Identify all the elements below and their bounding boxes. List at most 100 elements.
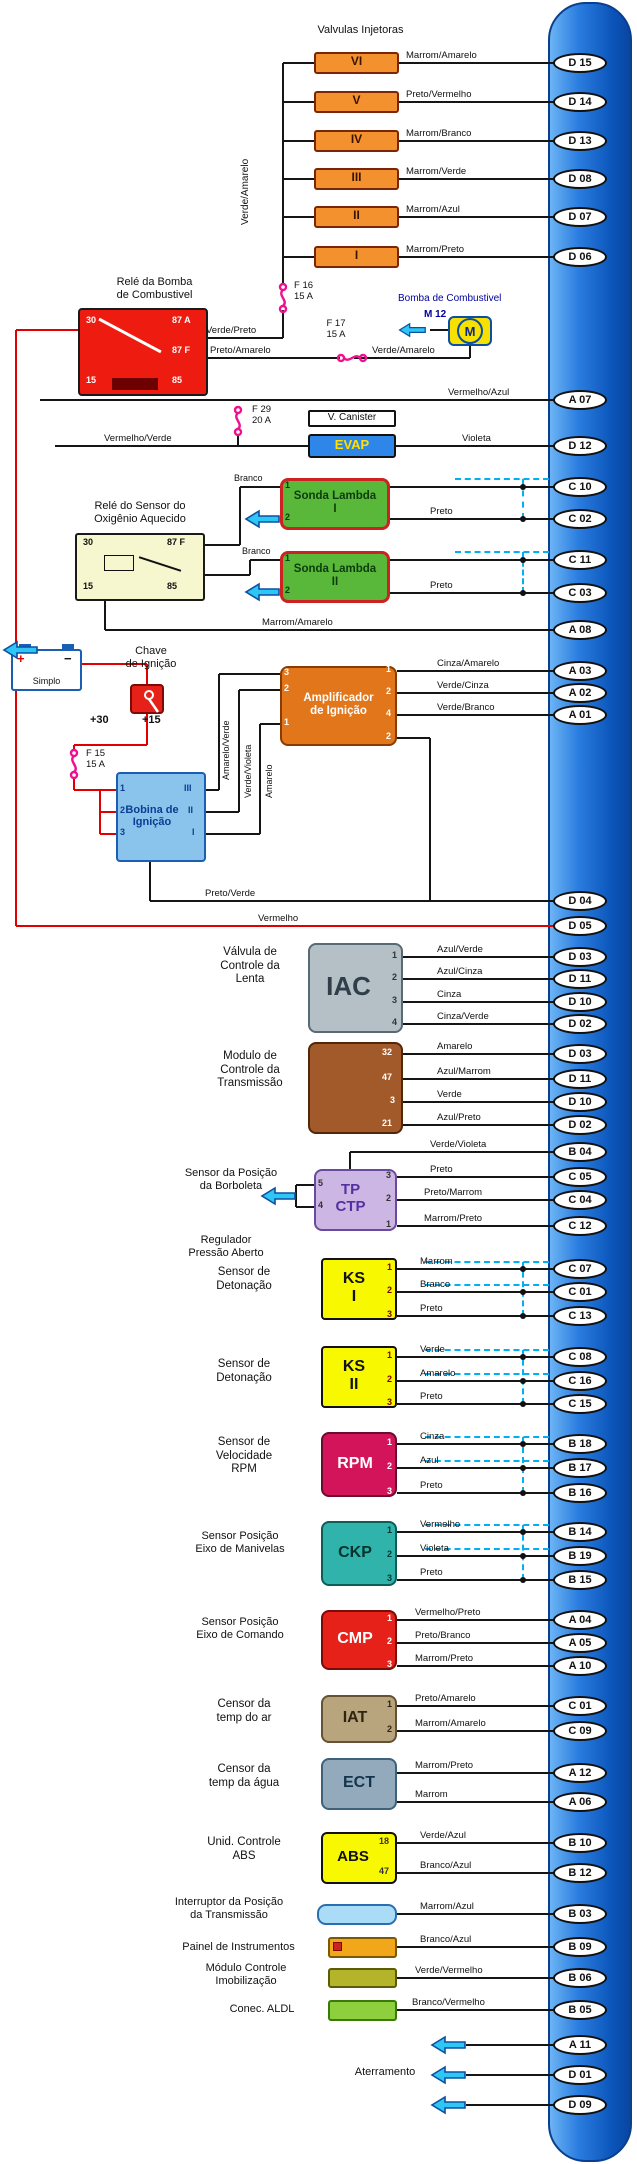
- ecu-pin: B 10: [553, 1833, 607, 1853]
- wire-segment: [354, 357, 470, 359]
- shield-dash: [455, 478, 549, 480]
- ecu-pin: B 03: [553, 1904, 607, 1924]
- ground-arrow-icon: [430, 2095, 466, 2120]
- wire-label: Marrom/Preto: [424, 1213, 483, 1224]
- wire: [397, 1555, 557, 1557]
- wire-label: Azul/Marrom: [437, 1066, 491, 1077]
- iac-pin: 4: [392, 1017, 398, 1027]
- component-ect-sensor: [321, 1758, 397, 1810]
- wire-segment: [239, 689, 280, 691]
- label: Interruptor da Posição da Transmissão: [174, 1896, 284, 1921]
- ckp-sensor-pin: 1: [387, 1525, 393, 1535]
- shield-dash: [425, 1436, 549, 1438]
- wire: [397, 1225, 557, 1227]
- ecu-pin: D 10: [553, 992, 607, 1012]
- label: Amarelo: [264, 764, 274, 798]
- wire-segment: [100, 833, 116, 835]
- component-sonda-1: [280, 478, 390, 530]
- label: Relé do Sensor do Oxigênio Aquecido: [94, 500, 186, 525]
- sonda-1-label: Sonda Lambda I: [293, 490, 377, 515]
- ecu-pin: B 09: [553, 1937, 607, 1957]
- ground-arrow-icon: [244, 582, 280, 607]
- label: F 16 15 A: [294, 280, 314, 303]
- ks-1-label: KS I: [342, 1270, 366, 1305]
- iat-sensor-pin: 2: [387, 1724, 393, 1734]
- label: Vermelho/Verde: [104, 433, 172, 444]
- tp-sensor-label: TP CTP: [335, 1181, 366, 1215]
- ks-1-pin: 2: [387, 1285, 393, 1295]
- o2-relay-deco: [104, 555, 134, 571]
- component-aldl-connector: [328, 2000, 397, 2021]
- ecu-pin: A 03: [553, 661, 607, 681]
- wire: [403, 978, 557, 980]
- wire-label: Marrom/Azul: [420, 1901, 474, 1912]
- wire: [397, 1642, 557, 1644]
- wire-label: Verde/Azul: [420, 1830, 466, 1841]
- wire-label: Preto/Marrom: [424, 1187, 483, 1198]
- battery-minus: −: [64, 651, 72, 666]
- label: Relé da Bomba de Combustivel: [116, 276, 193, 301]
- ecu-pin: D 03: [553, 947, 607, 967]
- wire: [397, 1579, 557, 1581]
- ecu-pin: C 01: [553, 1696, 607, 1716]
- wire: [403, 1001, 557, 1003]
- ecu-pin: C 03: [553, 583, 607, 603]
- sonda-2-pin: 1: [285, 553, 291, 563]
- wire-label: Preto/Branco: [415, 1630, 471, 1641]
- amplifier-pin: 4: [386, 708, 392, 718]
- ecu-pin: C 02: [553, 509, 607, 529]
- wire-label: Preto: [420, 1480, 443, 1491]
- wire-segment: [283, 101, 315, 103]
- wire: [397, 1291, 557, 1293]
- wire-label: Preto: [420, 1303, 443, 1314]
- amplifier-label: Amplificador de Ignição: [303, 692, 374, 717]
- ckp-sensor-pin: 3: [387, 1573, 393, 1583]
- wire-segment: [205, 544, 240, 546]
- abs-unit-label: ABS: [337, 1847, 369, 1865]
- wire-label: Marrom/Preto: [406, 244, 465, 255]
- wire-segment: [206, 833, 260, 835]
- injector-4-label: IV: [350, 132, 363, 147]
- wire-segment: [430, 329, 453, 331]
- ecu-pin: D 09: [553, 2095, 607, 2115]
- ecu-pin: C 16: [553, 1371, 607, 1391]
- wire: [397, 1946, 557, 1948]
- wire-label: Amarelo: [437, 1041, 473, 1052]
- component-injector-3: [314, 168, 399, 190]
- junction-dot: [520, 1289, 526, 1295]
- ecu-pin: D 15: [553, 53, 607, 73]
- ecu-pin: A 06: [553, 1792, 607, 1812]
- o2-relay-pin: 85: [167, 581, 178, 591]
- label: Preto/Amarelo: [210, 345, 271, 356]
- tp-sensor-pin: 4: [318, 1200, 324, 1210]
- wire: [397, 1665, 557, 1667]
- wire-segment: [397, 737, 430, 739]
- ignition-coil-pin: II: [188, 805, 194, 815]
- ecu-pin: D 06: [553, 247, 607, 267]
- component-injector-4: [314, 130, 399, 152]
- label: Verde/Amarelo: [240, 158, 251, 225]
- label: Branco: [234, 473, 263, 483]
- wire-label: Branco/Azul: [420, 1860, 472, 1871]
- fuel-pump-relay-pin: 87 A: [172, 315, 191, 325]
- wire: [466, 2044, 557, 2046]
- abs-unit-pin: 18: [379, 1836, 390, 1846]
- transmission-module-pin: 21: [382, 1118, 393, 1128]
- ecu-pin: C 12: [553, 1216, 607, 1236]
- wire: [397, 1531, 557, 1533]
- ecu-pin: B 14: [553, 1522, 607, 1542]
- wire: [350, 1151, 557, 1153]
- ignition-switch-icon: [130, 684, 164, 714]
- wire-label: Cinza: [420, 1431, 445, 1442]
- wire-label: Marrom: [415, 1789, 448, 1800]
- fuse-icon-F16: [276, 282, 290, 314]
- wire-segment: [283, 178, 315, 180]
- battery: [11, 649, 82, 691]
- label: Aterramento: [354, 2066, 416, 2078]
- wire-segment: [239, 487, 241, 545]
- label: Branco: [242, 546, 271, 556]
- wire-label: Violeta: [420, 1543, 449, 1554]
- wire: [390, 592, 557, 594]
- shield-dash: [455, 551, 549, 553]
